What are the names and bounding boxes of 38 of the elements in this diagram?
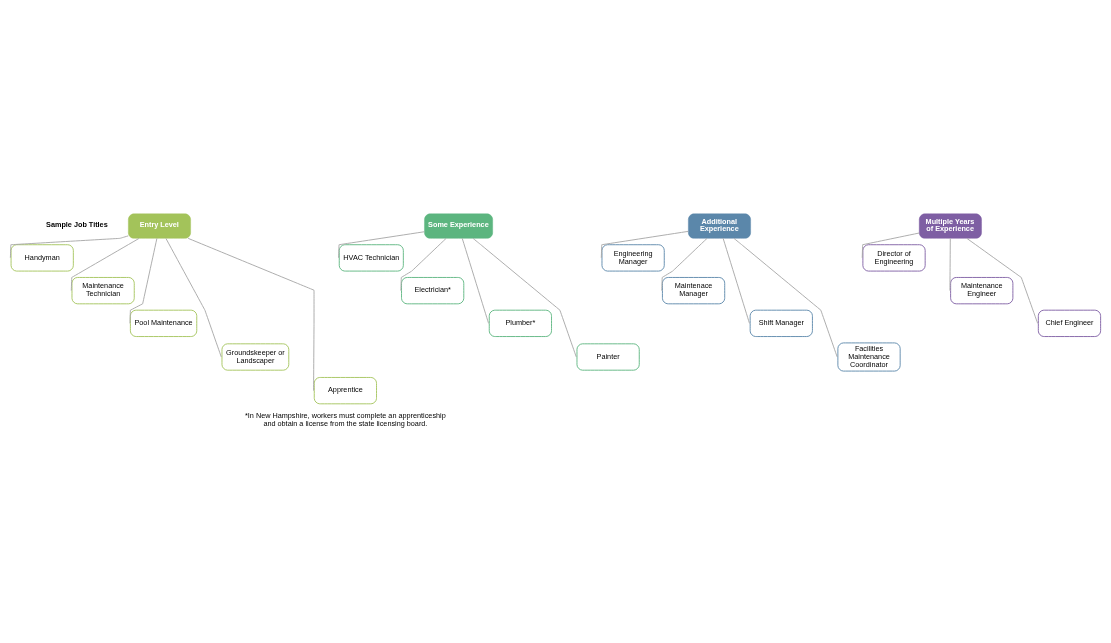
connector	[9, 234, 129, 258]
node-box: Painter	[576, 342, 640, 371]
node-box: Chief Engineer	[1037, 309, 1102, 337]
connector	[733, 237, 838, 357]
connector	[472, 237, 577, 357]
label: Sample Job Titles	[46, 219, 108, 229]
connector	[861, 232, 920, 258]
node-box: Entry Level	[128, 213, 191, 239]
connector	[400, 237, 447, 291]
node-box: Some Experience	[424, 213, 493, 239]
connector	[966, 237, 1039, 324]
node-box: Maintenance Technician	[71, 276, 135, 304]
connector	[187, 237, 315, 391]
node-box: HVAC Technician	[338, 243, 404, 272]
node-box: Pool Maintenance	[129, 309, 198, 337]
node-box: Maintenance Engineer	[950, 276, 1014, 304]
node-box: Groundskeeper or Landscaper	[221, 342, 290, 371]
node-box: Additional Experience	[688, 213, 751, 239]
connector	[165, 237, 222, 357]
node-box: Maintenace Manager	[661, 276, 726, 304]
connector	[70, 237, 140, 291]
connector	[722, 237, 750, 324]
connector	[129, 237, 158, 324]
label: *In New Hampshire, workers must complete an apprenticeship and obtain a license from the state licensing board.	[245, 410, 446, 428]
node-box: Handyman	[10, 243, 74, 272]
node-box: Engineering Manager	[601, 243, 665, 272]
connector	[949, 237, 951, 291]
node-box: Director of Engineering	[862, 243, 926, 272]
node-box: Multiple Years of Experience	[919, 213, 982, 239]
connector	[338, 230, 425, 258]
node-box: Facilities Maintenance Coordinator	[837, 341, 901, 372]
connector	[661, 237, 708, 291]
node-box: Plumber*	[488, 309, 552, 337]
node-box: Electrician*	[401, 276, 465, 304]
node-box: Apprentice	[313, 376, 377, 404]
connector	[461, 237, 490, 324]
node-box: Shift Manager	[749, 309, 813, 337]
connector	[600, 230, 689, 258]
